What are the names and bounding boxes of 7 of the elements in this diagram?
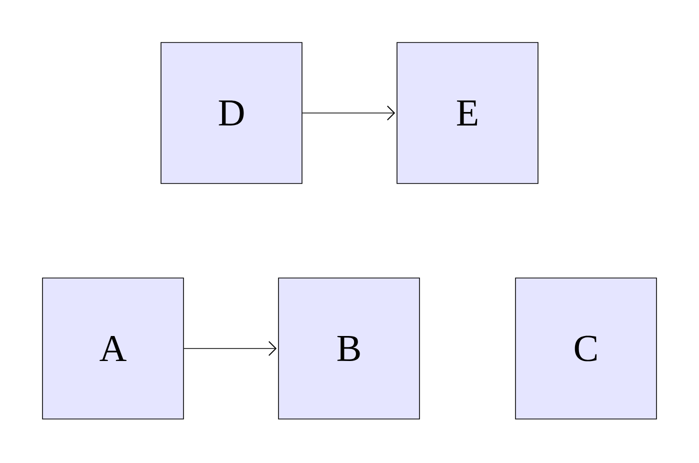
arrow (302, 106, 396, 120)
letter-box: B (278, 278, 420, 420)
letter-box: D (160, 42, 302, 184)
letter-box: E (396, 42, 538, 184)
letter-box: C (515, 278, 657, 420)
letter-box: A (42, 278, 184, 420)
arrow (184, 341, 277, 356)
